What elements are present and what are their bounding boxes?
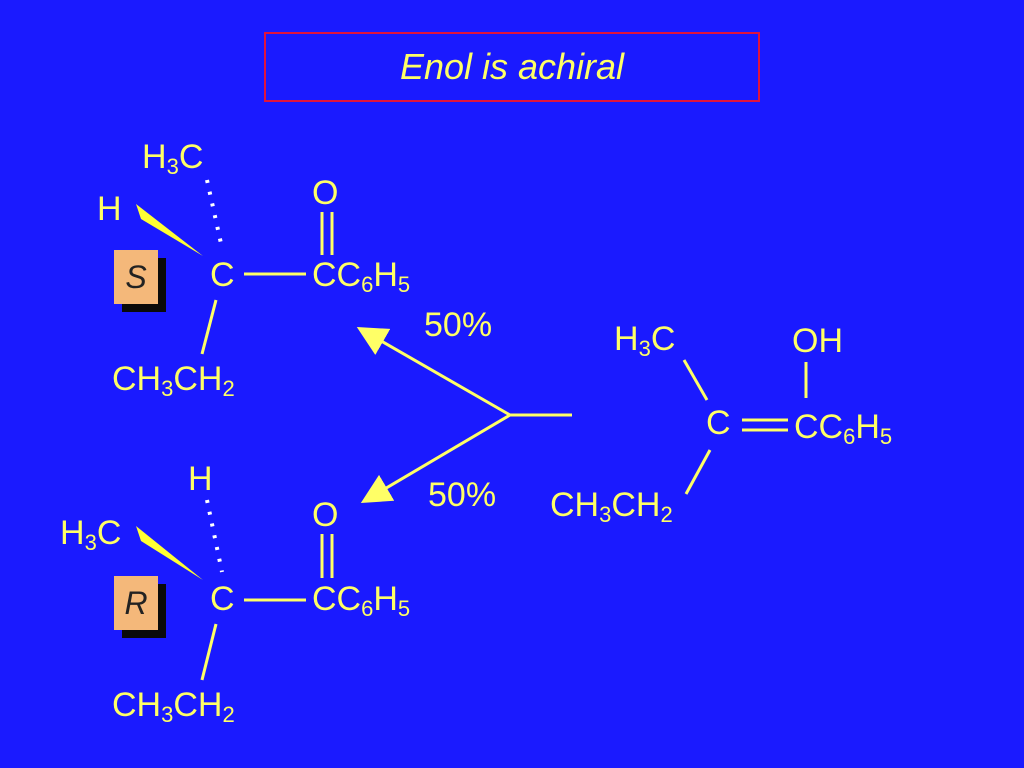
bottom-oxygen-label: O bbox=[312, 496, 339, 534]
slide-title: Enol is achiral bbox=[399, 46, 625, 87]
percent-bottom: 50% bbox=[428, 476, 497, 514]
enol-phenyl-carbon: CC6H5 bbox=[794, 408, 893, 449]
bottom-c-ethyl-bond bbox=[200, 623, 218, 681]
enol-ethyl-bond bbox=[684, 449, 712, 495]
top-center-carbon: C bbox=[210, 256, 235, 294]
title-box: Enol is achiral bbox=[264, 32, 760, 102]
top-methyl-label: H3C bbox=[142, 138, 204, 179]
arrow-to-s bbox=[356, 327, 511, 417]
enol-hydroxyl-label: OH bbox=[792, 322, 843, 360]
top-wedge-bond bbox=[136, 204, 203, 256]
top-dashed-bond bbox=[205, 179, 224, 249]
arrow-to-r bbox=[360, 413, 511, 504]
top-phenyl-carbonyl: CC6H5 bbox=[312, 256, 411, 297]
enol-methyl-bond bbox=[682, 359, 709, 401]
bottom-wedge-bond bbox=[136, 526, 203, 580]
bottom-center-carbon: C bbox=[210, 580, 235, 618]
top-oxygen-label: O bbox=[312, 174, 339, 212]
r-configuration-badge: R bbox=[114, 576, 158, 630]
top-c-ethyl-bond bbox=[200, 299, 218, 355]
enol-ethyl-label: CH3CH2 bbox=[550, 486, 673, 527]
enol-methyl-label: H3C bbox=[614, 320, 676, 361]
bottom-phenyl-carbonyl: CC6H5 bbox=[312, 580, 411, 621]
top-hydrogen-label: H bbox=[97, 190, 122, 228]
s-configuration-badge: S bbox=[114, 250, 158, 304]
enol-center-carbon: C bbox=[706, 404, 731, 442]
bottom-methyl-label: H3C bbox=[60, 514, 122, 555]
bottom-hydrogen-label: H bbox=[188, 460, 213, 498]
percent-top: 50% bbox=[424, 306, 493, 344]
bottom-dashed-bond bbox=[205, 499, 224, 573]
top-ethyl-label: CH3CH2 bbox=[112, 360, 235, 401]
bottom-ethyl-label: CH3CH2 bbox=[112, 686, 235, 727]
